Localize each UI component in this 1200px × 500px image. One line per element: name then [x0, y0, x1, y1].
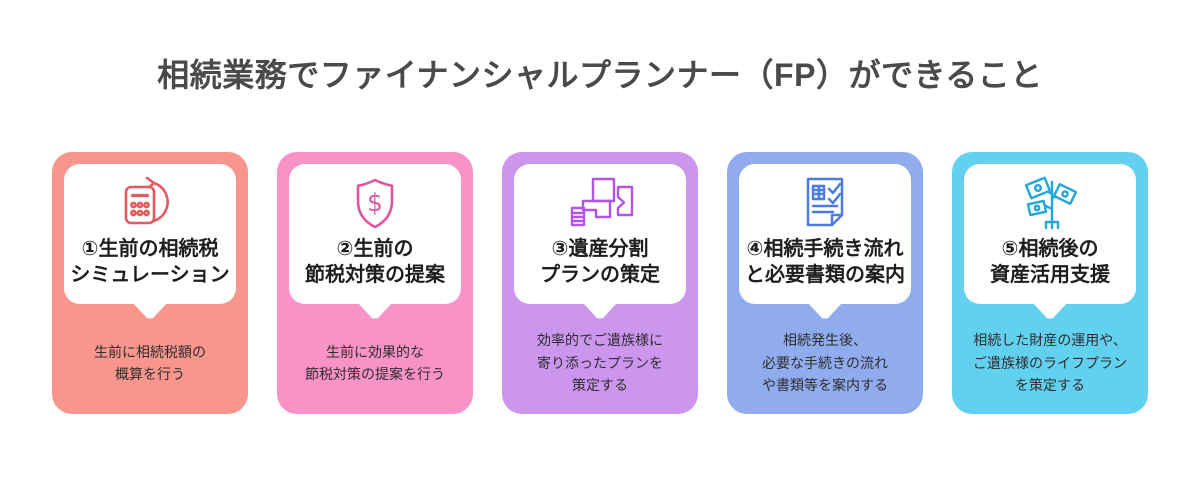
shield-dollar-icon: $ [343, 174, 407, 232]
card-description: 相続した財産の運用や、 ご遺族様のライフプラン を策定する [973, 332, 1127, 394]
card-description-area: 生前に効果的な 節税対策の提案を行う [277, 304, 473, 414]
speech-bubble: ①生前の相続税 シミュレーション [64, 164, 236, 319]
card-asset-utilization-support: ⑤相続後の 資産活用支援 相続した財産の運用や、 ご遺族様のライフプラン を策定… [952, 152, 1148, 414]
card-description-area: 相続発生後、 必要な手続きの流れ や書類等を案内する [727, 304, 923, 414]
card-description: 相続発生後、 必要な手続きの流れ や書類等を案内する [762, 332, 888, 394]
card-description: 効率的でご遺族様に 寄り添ったプランを 策定する [537, 332, 663, 394]
speech-bubble: ⑤相続後の 資産活用支援 [964, 164, 1136, 319]
card-description-area: 相続した財産の運用や、 ご遺族様のライフプラン を策定する [952, 304, 1148, 414]
card-description-area: 効率的でご遺族様に 寄り添ったプランを 策定する [502, 304, 698, 414]
card-title: ③遺産分割 プランの策定 [540, 238, 660, 287]
speech-bubble: $ ②生前の 節税対策の提案 [289, 164, 461, 319]
speech-bubble: ④相続手続き流れ と必要書類の案内 [739, 164, 911, 319]
card-title: ②生前の 節税対策の提案 [305, 238, 445, 287]
card-title: ④相続手続き流れ と必要書類の案内 [745, 238, 905, 287]
calculator-refresh-icon [118, 174, 182, 232]
card-tax-saving-proposal: $ ②生前の 節税対策の提案 生前に効果的な 節税対策の提案を行う [277, 152, 473, 414]
card-description: 生前に効果的な 節税対策の提案を行う [305, 343, 445, 382]
cards-row: ①生前の相続税 シミュレーション 生前に相続税額の 概算を行う $ ②生前の 節… [0, 152, 1200, 414]
card-title: ①生前の相続税 シミュレーション [70, 238, 230, 287]
speech-bubble: ③遺産分割 プランの策定 [514, 164, 686, 319]
card-title: ⑤相続後の 資産活用支援 [990, 238, 1110, 287]
money-tree-icon [1018, 174, 1082, 232]
card-inheritance-tax-simulation: ①生前の相続税 シミュレーション 生前に相続税額の 概算を行う [52, 152, 248, 414]
card-estate-division-plan: ③遺産分割 プランの策定 効率的でご遺族様に 寄り添ったプランを 策定する [502, 152, 698, 414]
card-description: 生前に相続税額の 概算を行う [94, 343, 206, 382]
estate-division-icon [566, 174, 634, 232]
document-checklist-icon [793, 174, 857, 232]
page-title: 相続業務でファイナンシャルプランナー（FP）ができること [157, 57, 1043, 93]
svg-text:$: $ [367, 188, 383, 217]
card-procedures-documents-guide: ④相続手続き流れ と必要書類の案内 相続発生後、 必要な手続きの流れ や書類等を… [727, 152, 923, 414]
card-description-area: 生前に相続税額の 概算を行う [52, 304, 248, 414]
